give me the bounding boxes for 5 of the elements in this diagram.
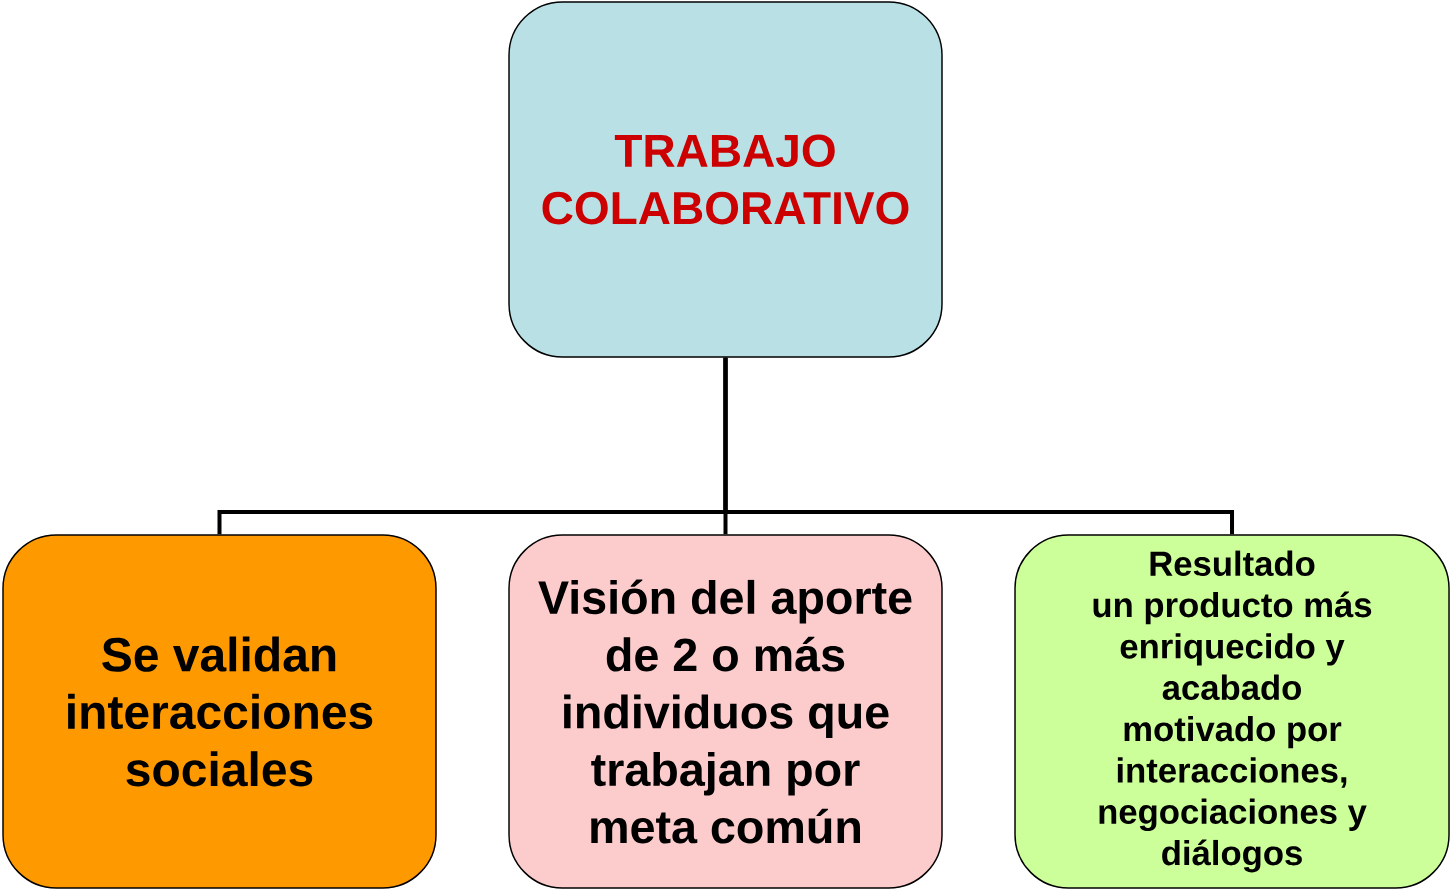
idea-box: Resultado un producto más enriquecido y acabado motivado por interacciones, negociaciones y diálogos [1014, 534, 1450, 889]
connector-line [723, 357, 1234, 535]
idea-box: Visión del aporte de 2 o más individuos que trabajan por meta común [508, 534, 943, 889]
concept-box: TRABAJO COLABORATIVO [508, 1, 943, 358]
idea-box: Se validan interacciones sociales [2, 534, 437, 889]
